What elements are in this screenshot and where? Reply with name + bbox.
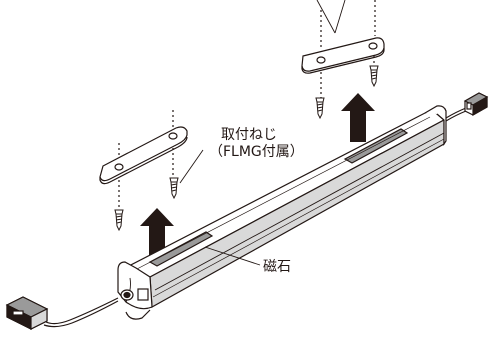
magnet-strip [343,128,409,164]
wood-screw-icon [114,209,124,232]
bracket-hole [168,132,178,140]
end-cap-socket [137,288,149,301]
wood-screw-icon [369,65,379,88]
mounting-screw-note: （FLMG付属） [209,144,304,160]
cable [445,107,467,119]
wood-screw-icon [169,177,179,200]
left-cable [43,297,119,328]
leader-line [179,149,204,184]
bracket-edge [301,48,385,74]
leader-line [334,0,346,34]
bar-groove [152,138,445,298]
cable [43,300,119,328]
bracket-edge [99,136,188,185]
connector-plug-icon [463,92,489,117]
cable [445,110,467,122]
bracket-hole [368,42,378,50]
end-cap-port-hole [123,291,131,299]
magnet-label: 磁石 [263,259,291,275]
leader-line [316,0,336,34]
magnet-strip [148,231,214,267]
left-bracket-group [99,110,188,208]
bracket-hole [316,56,326,64]
bar-groove [154,132,445,291]
up-arrow-icon [341,93,375,142]
right-cable [445,107,467,122]
end-cap-foot [125,309,151,320]
bracket-hole [114,163,124,171]
leader-line [204,246,261,266]
bar-end-cap [424,105,447,146]
upper-right-bracket-group [301,0,385,100]
bar-edge-line [134,116,431,271]
light-bar [117,105,447,320]
up-arrow-icon [140,208,174,257]
wood-screw-icon [315,97,325,120]
cable [45,297,119,325]
connector-plug-icon [5,296,49,330]
mounting-screw-label: 取付ねじ [221,127,277,143]
